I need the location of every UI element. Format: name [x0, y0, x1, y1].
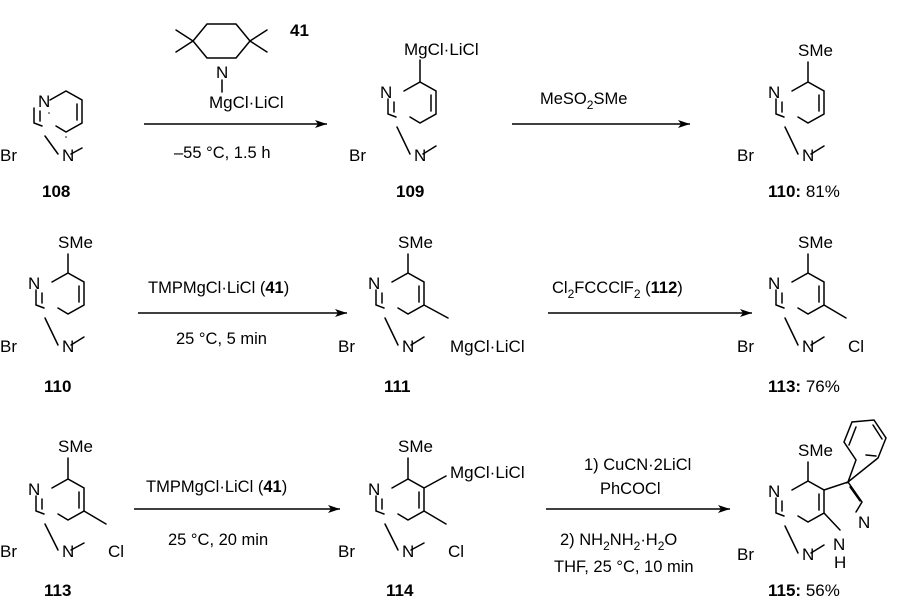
atom-SMe: SMe	[398, 437, 433, 456]
atom-N: N	[802, 545, 814, 564]
step4-reagent: Cl2FCCClF2 (112)	[552, 279, 683, 301]
atom-Br: Br	[0, 542, 17, 561]
atom-H: H	[834, 553, 846, 572]
atom-N: N	[368, 480, 380, 499]
atom-N: N	[802, 337, 814, 356]
compound-yield: 115: 56%	[768, 581, 840, 600]
step6-reagent-2: PhCOCl	[600, 480, 661, 498]
compound-114: SMe N N Br Cl MgCl·LiCl 114	[338, 437, 525, 600]
atom-N: N	[402, 337, 414, 356]
compound-number: 108	[42, 182, 70, 201]
step1-conditions: –55 °C, 1.5 h	[174, 144, 271, 162]
atom-Cl: Cl	[108, 542, 124, 561]
atom-SMe: SMe	[798, 441, 833, 460]
step3-reagent: TMPMgCl·LiCl (41)	[148, 279, 289, 297]
atom-N: N	[768, 482, 780, 501]
atom-N: N	[216, 63, 228, 82]
atom-SMe: SMe	[798, 233, 833, 252]
atom-Br: Br	[737, 146, 754, 165]
atom-N: N	[28, 480, 40, 499]
atom-Br: Br	[338, 337, 355, 356]
atom-SMe: SMe	[398, 233, 433, 252]
atom-Br: Br	[338, 542, 355, 561]
compound-108: N N Br 108	[0, 90, 83, 201]
compound-number: 110	[44, 377, 71, 396]
atom-N: N	[768, 83, 780, 102]
step3-conditions: 25 °C, 5 min	[176, 330, 267, 348]
atom-N: N	[380, 83, 392, 102]
atom-SMe: SMe	[58, 233, 93, 252]
step5-reagent: TMPMgCl·LiCl (41)	[146, 478, 287, 496]
step2-reagent: MeSO2SMe	[540, 90, 627, 112]
compound-111: SMe N N Br MgCl·LiCl 111	[338, 233, 525, 396]
atom-Br: Br	[349, 146, 366, 165]
compound-115: SMe N N N N H Br 115: 56%	[737, 419, 887, 600]
compound-110: SMe N N Br 110: 81%	[737, 41, 840, 201]
atom-SMe: SMe	[58, 437, 93, 456]
compound-yield: 110: 81%	[768, 182, 840, 201]
atom-Cl: Cl	[848, 337, 864, 356]
atom-Cl: Cl	[448, 542, 464, 561]
atom-N: N	[768, 274, 780, 293]
atom-N: N	[62, 337, 74, 356]
atom-N: N	[62, 146, 74, 165]
compound-yield: 113: 76%	[768, 377, 840, 396]
atom-Br: Br	[737, 337, 754, 356]
atom-Br: Br	[737, 545, 754, 564]
step6-reagent-1: 1) CuCN·2LiCl	[584, 456, 691, 474]
compound-number: 109	[396, 182, 424, 201]
step6-conditions: THF, 25 °C, 10 min	[554, 558, 694, 576]
atom-Br: Br	[0, 337, 17, 356]
step6-reagent-3: 2) NH2NH2·H2O	[560, 531, 677, 553]
compound-number: 111	[384, 377, 411, 396]
atom-N: N	[28, 274, 40, 293]
atom-N: N	[402, 542, 414, 561]
atom-MgClLiCl: MgCl·LiCl	[404, 40, 479, 59]
tmp-reagent-structure: N 41 MgCl·LiCl	[175, 21, 309, 112]
atom-N: N	[368, 274, 380, 293]
atom-N: N	[802, 146, 814, 165]
atom-MgClLiCl: MgCl·LiCl	[450, 463, 525, 482]
compound-number: 113	[44, 581, 71, 600]
compound-113: SMe N N Br Cl 113: 76%	[737, 233, 864, 396]
atom-N: N	[414, 146, 426, 165]
atom-SMe: SMe	[798, 41, 833, 60]
reagent-number: 41	[290, 21, 309, 40]
atom-N: N	[38, 92, 50, 111]
atom-N: N	[62, 542, 74, 561]
step5-conditions: 25 °C, 20 min	[168, 531, 268, 549]
compound-113-start: SMe N N Br Cl 113	[0, 437, 124, 600]
atom-N: N	[858, 513, 870, 532]
compound-110-start: SMe N N Br 110	[0, 233, 93, 396]
reagent-mg: MgCl·LiCl	[209, 93, 284, 112]
atom-N: N	[833, 535, 845, 554]
compound-109: MgCl·LiCl N N Br 109	[349, 40, 479, 201]
atom-Br: Br	[0, 146, 17, 165]
atom-MgClLiCl: MgCl·LiCl	[450, 337, 525, 356]
compound-number: 114	[386, 581, 414, 600]
